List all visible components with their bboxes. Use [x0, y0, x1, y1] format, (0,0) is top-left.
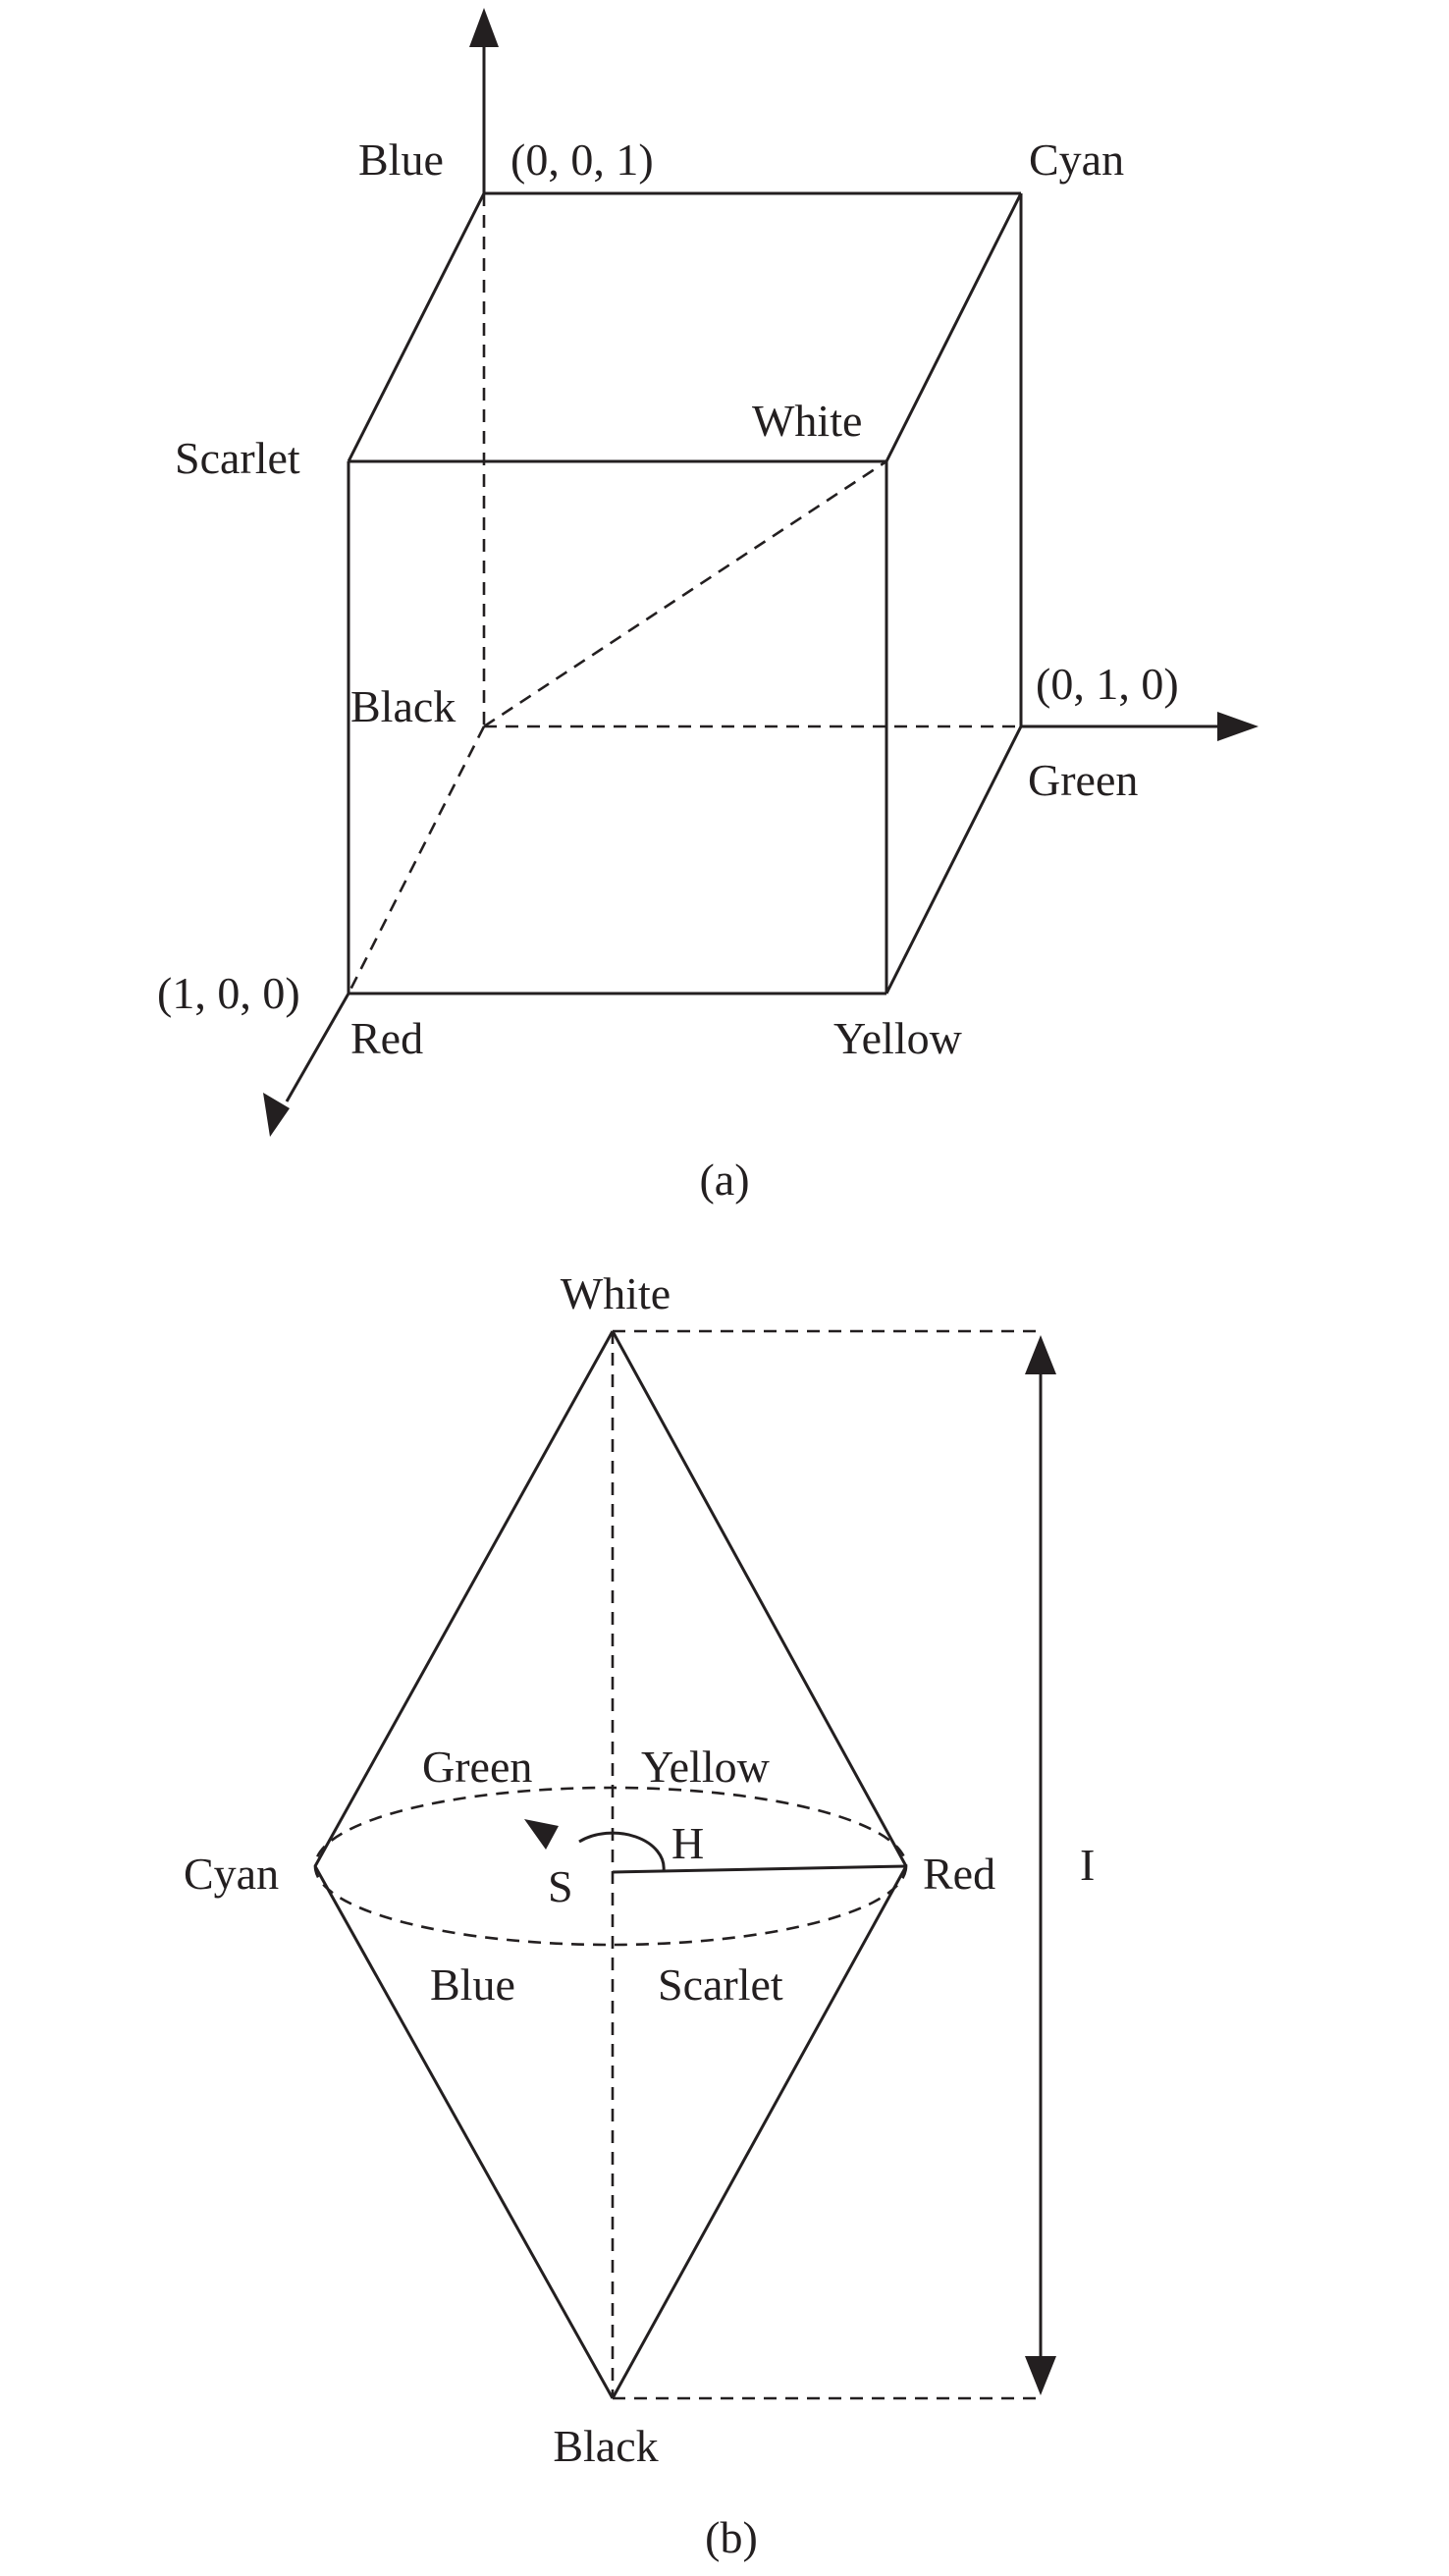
label-red: Red — [923, 1849, 995, 1899]
saturation-radius — [612, 1864, 907, 1874]
hsi-double-cone: White Green Yellow H Cyan S Red I Blue S… — [184, 1268, 1095, 2562]
blue-axis-arrowhead — [469, 8, 499, 47]
label-scarlet: Scarlet — [658, 1959, 783, 2010]
label-s: S — [548, 1861, 573, 1911]
hue-arc-arrowhead — [524, 1819, 559, 1850]
label-yellow: Yellow — [641, 1742, 771, 1792]
label-white: White — [752, 396, 862, 446]
cube-edge-bottom-right — [885, 725, 1023, 994]
cone-edge-cyan-black — [313, 1865, 615, 2399]
label-cyan: Cyan — [184, 1849, 279, 1899]
label-blue: Blue — [430, 1959, 515, 2010]
cone-edge-white-cyan — [313, 1330, 615, 1867]
label-coord-001: (0, 0, 1) — [510, 134, 654, 185]
label-green: Green — [1028, 755, 1138, 805]
caption-b: (b) — [705, 2512, 758, 2562]
label-i: I — [1080, 1840, 1095, 1890]
label-blue: Blue — [358, 134, 444, 185]
caption-a: (a) — [699, 1154, 749, 1205]
label-red: Red — [350, 1013, 423, 1063]
label-black: Black — [553, 2421, 658, 2471]
intensity-arrowhead-top — [1025, 1335, 1056, 1374]
cube-hidden-edge-left-bottom — [347, 725, 486, 994]
label-yellow: Yellow — [833, 1013, 963, 1063]
cone-edge-white-red — [611, 1330, 908, 1867]
intensity-arrowhead-bottom — [1025, 2356, 1056, 2395]
label-coord-010: (0, 1, 0) — [1036, 659, 1179, 709]
rgb-cube: Blue (0, 0, 1) Cyan Scarlet White Black … — [157, 8, 1259, 1205]
hue-angle-arc — [578, 1831, 666, 1872]
green-axis-arrowhead — [1217, 712, 1259, 741]
cube-edge-top-left — [347, 192, 486, 462]
hue-circle — [313, 1786, 908, 1947]
label-coord-100: (1, 0, 0) — [157, 968, 300, 1018]
red-axis — [285, 993, 350, 1102]
cone-edge-red-black — [611, 1865, 908, 2399]
label-cyan: Cyan — [1029, 134, 1124, 185]
label-white: White — [561, 1268, 671, 1318]
cube-edge-top-right — [885, 192, 1023, 462]
label-scarlet: Scarlet — [175, 433, 300, 483]
label-h: H — [671, 1818, 704, 1868]
label-green: Green — [422, 1742, 532, 1792]
label-black: Black — [350, 681, 456, 731]
gray-diagonal — [483, 459, 887, 728]
red-axis-arrowhead — [263, 1093, 290, 1137]
